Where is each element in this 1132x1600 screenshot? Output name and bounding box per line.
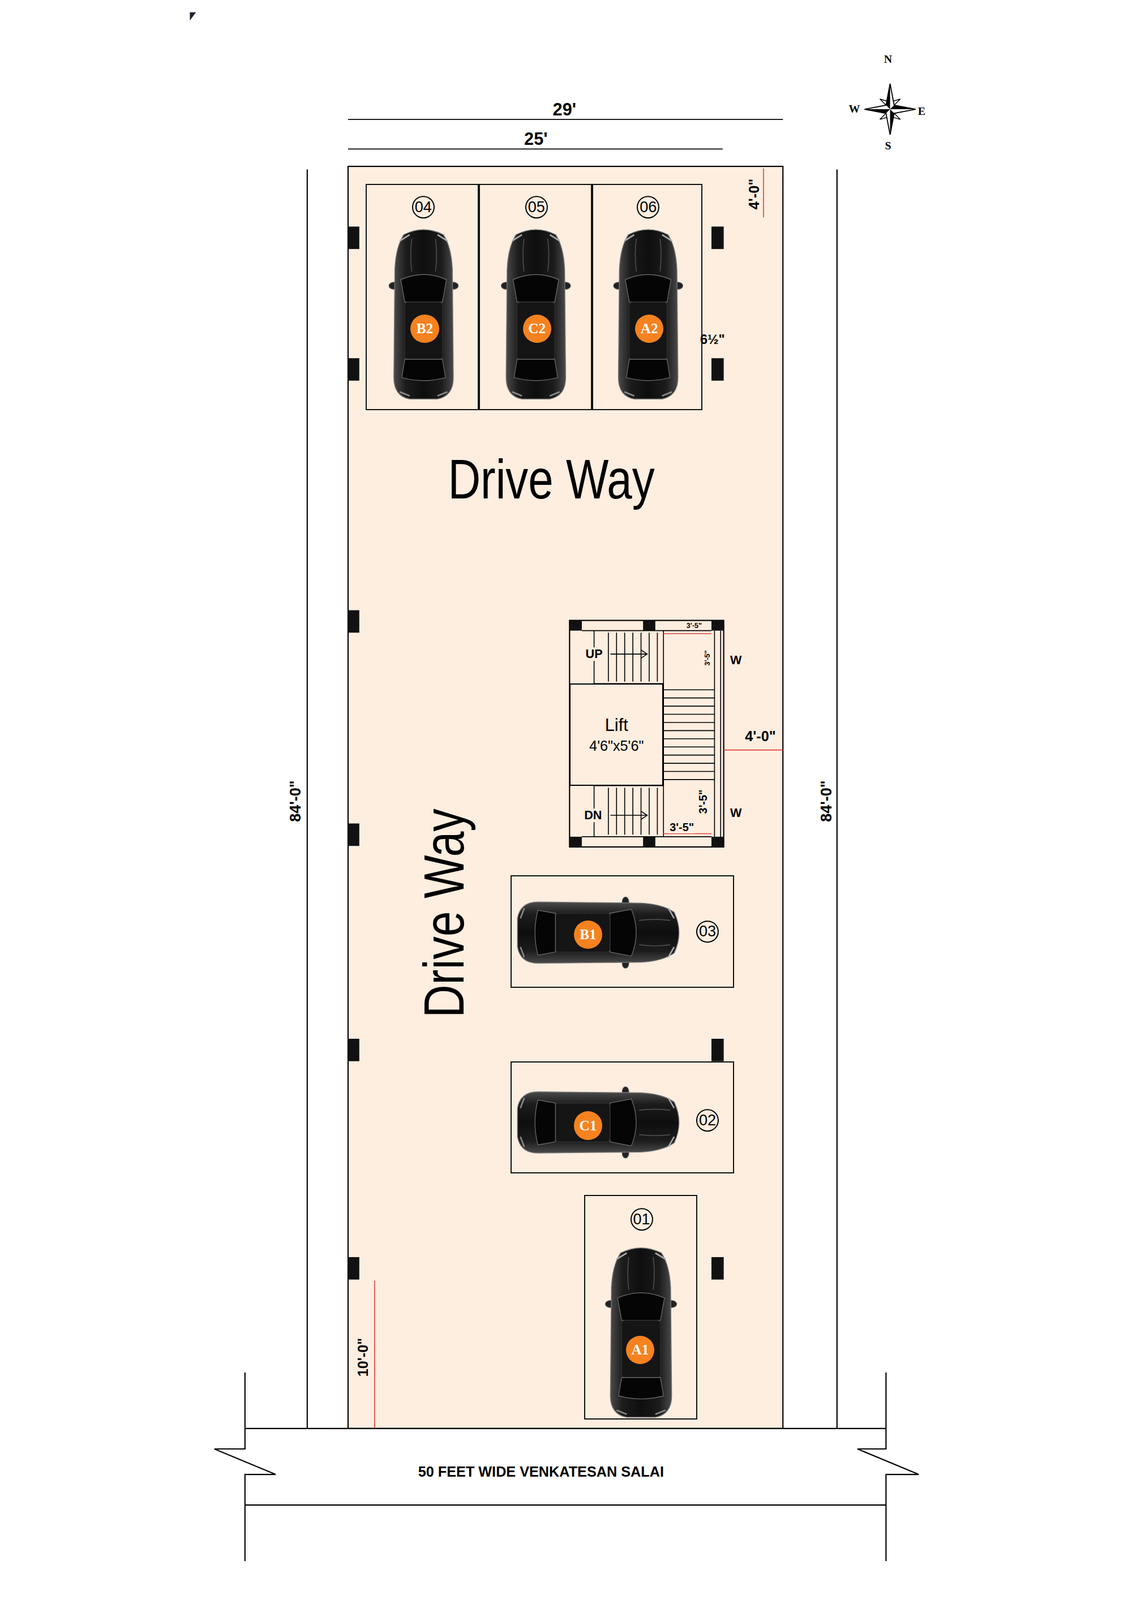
compass-letter: E <box>918 105 926 118</box>
corner-mark <box>189 12 196 21</box>
car-tag: C1 <box>573 1111 603 1140</box>
dimension-label: 3'-5" <box>668 821 696 835</box>
dimension-label: 6½" <box>700 333 726 347</box>
columns <box>348 226 724 1280</box>
compass-rose <box>864 83 916 135</box>
callout-number: 03 <box>696 920 719 944</box>
car-tag: A1 <box>625 1336 655 1365</box>
dimension-label: 84'-0" <box>288 780 304 822</box>
car-tag: B1 <box>573 920 603 950</box>
callout-number: 06 <box>636 195 660 219</box>
dimension-label: 10'-0" <box>356 1338 371 1377</box>
stair-direction: DN <box>582 808 603 823</box>
area-label: Drive Way <box>447 452 655 508</box>
callout-number: 01 <box>630 1208 654 1232</box>
car-tag: C2 <box>522 314 552 343</box>
parking-bay: 02 C1 <box>510 1061 735 1174</box>
lift-size: 4'6"x5'6" <box>589 736 644 756</box>
setback-lines <box>374 168 783 1430</box>
lift-box: Lift4'6"x5'6" <box>569 683 664 786</box>
window-label: W <box>730 654 742 667</box>
dimension-lines <box>348 119 783 149</box>
car-tag-label: B2 <box>416 321 433 336</box>
dimension-label: 29' <box>552 100 577 119</box>
parking-bay: 05C2 <box>478 183 593 411</box>
lift-label: Lift <box>605 714 629 737</box>
car-tag: A2 <box>635 314 664 343</box>
compass-letter: S <box>884 140 891 152</box>
parking-bay: 06A2 <box>592 183 703 411</box>
compass-letter: W <box>849 103 861 115</box>
window-label: W <box>730 807 742 821</box>
dimension-label: 3'-5" <box>697 789 710 816</box>
staircase <box>569 620 724 848</box>
callout-number: 05 <box>525 195 548 219</box>
dimension-label: 4'-0" <box>744 729 776 744</box>
area-label: Drive Way <box>415 808 473 1019</box>
dimension-label: 84'-0" <box>819 780 835 822</box>
car-tag-label: C1 <box>579 1118 598 1134</box>
dimension-label: 3'-5" <box>702 649 712 668</box>
road <box>214 1373 919 1563</box>
dimension-label: 3'-5" <box>685 621 703 630</box>
plot-area <box>348 166 783 1430</box>
parking-bay: 04B2 <box>365 183 479 411</box>
car-tag-label: C2 <box>528 321 546 336</box>
car-tag: B2 <box>410 314 439 343</box>
compass-letter: N <box>884 53 893 66</box>
parking-bay: 01A1 <box>584 1195 698 1421</box>
dimension-label: 25' <box>524 130 548 148</box>
stair-direction: UP <box>584 647 604 662</box>
callout-number: 04 <box>412 195 435 219</box>
car-tag-label: B1 <box>579 927 596 942</box>
car-tag-label: A2 <box>640 321 659 336</box>
dimension-label: 4'-0" <box>747 178 762 209</box>
callout-number: 02 <box>696 1109 719 1133</box>
road-label: 50 FEET WIDE VENKATESAN SALAI <box>418 1465 664 1481</box>
parking-bay: 03 B1 <box>510 875 735 988</box>
car-tag-label: A1 <box>631 1343 649 1358</box>
